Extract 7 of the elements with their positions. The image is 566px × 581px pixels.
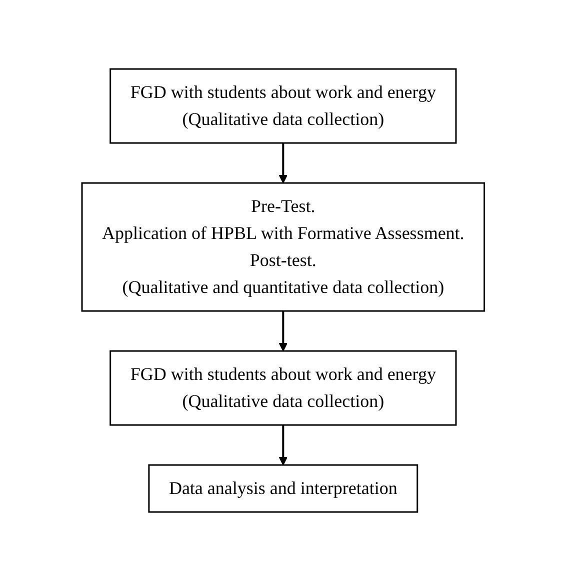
node-box: Pre-Test. Application of HPBL with Formative Assessment. Post-test. (Qualitative and quantitative data collection) [81,182,485,312]
node-box: FGD with students about work and energy (Qualitative data collection) [109,350,457,426]
node-box: Data analysis and interpretation [148,464,418,513]
arrow [278,425,288,466]
arrow [278,311,288,352]
arrow [278,143,288,184]
node-box: FGD with students about work and energy (Qualitative data collection) [109,68,457,144]
